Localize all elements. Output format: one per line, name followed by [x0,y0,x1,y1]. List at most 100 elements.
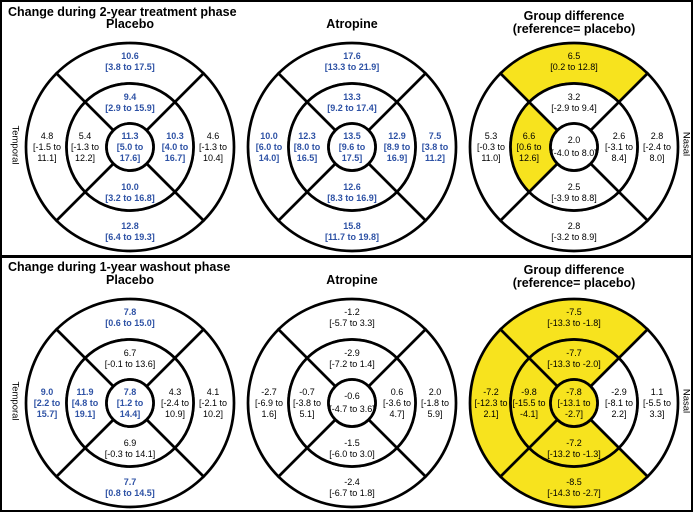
sector-outer_right-ci-2: 8.0] [649,153,664,163]
sector-inner_right-ci-1: [4.0 to [162,142,189,152]
sector-center-ci-2: 17.6] [120,153,141,163]
sector-outer_right-value: 2.8 [651,131,664,141]
sector-center-ci-1: [1.2 to [117,398,144,408]
etdrs-grid-svg-washout-atropine: -0.6[-4.7 to 3.6]-2.9[-7.2 to 1.4]0.6[-3… [246,297,458,509]
sector-inner_right-ci-1: [-2.4 to [161,398,189,408]
sector-outer_bottom-ci-1: [-3.2 to 8.9] [551,232,597,242]
sector-outer_right-value: 7.5 [429,131,442,141]
sector-outer_top-ci-1: [-13.3 to -1.8] [547,318,601,328]
sector-inner_left-ci-1: [8.0 to [294,142,321,152]
sector-inner_left-value: 5.4 [79,131,92,141]
sector-outer_right-ci-2: 11.2] [425,153,445,163]
sector-outer_left-ci-2: 11.0] [481,153,500,163]
sector-center [105,122,155,172]
sector-center-value: 13.5 [343,131,361,141]
sector-outer_top-ci-1: [0.6 to 15.0] [105,318,155,328]
sector-inner_right-ci-1: [8.9 to [384,142,411,152]
sector-outer_left-value: -7.2 [483,387,499,397]
sector-outer_left-value: -2.7 [261,387,277,397]
sector-outer_bottom-ci-1: [6.4 to 19.3] [105,232,155,242]
sector-outer_left-value: 5.3 [485,131,498,141]
column-title-treatment-atropine: Atropine [326,17,378,31]
side-label-nasal-washout: Nasal [680,388,692,414]
sector-inner_top-value: 6.7 [124,348,137,358]
sector-inner_top-ci-1: [-0.1 to 13.6] [105,359,156,369]
sector-outer_bottom-value: 12.8 [121,221,139,231]
sector-outer_left-value: 9.0 [41,387,54,397]
sector-inner_left-value: 11.9 [76,387,93,397]
sector-center-ci-1: [-4.7 to 3.6] [329,404,375,414]
sector-inner_top-ci-1: [-7.2 to 1.4] [329,359,375,369]
sector-outer_top-value: 7.8 [124,307,137,317]
etdrs-grid-washout-group-difference: -7.8[-13.1 to-2.7]-7.7[-13.3 to -2.0]-2.… [468,297,680,509]
panel-divider [2,255,691,258]
sector-inner_right-value: 10.3 [166,131,184,141]
sector-outer_top-value: 17.6 [343,51,361,61]
column-title-washout-atropine: Atropine [326,273,378,287]
sector-outer_left-ci-1: [2.2 to [34,398,61,408]
sector-inner_right-ci-2: 10.9] [165,409,185,419]
sector-outer_left-ci-2: 15.7] [37,409,58,419]
sector-outer_left-ci-1: [-1.5 to [33,142,61,152]
sector-inner_bottom-value: -7.2 [566,438,582,448]
column-title-washout-placebo: Placebo [106,273,154,287]
sector-outer_bottom-value: -8.5 [566,477,582,487]
column-title-treatment-group-difference: Group difference [523,9,625,23]
sector-inner_right-ci-1: [-8.1 to [605,398,633,408]
sector-inner_right-ci-1: [-3.6 to [383,398,411,408]
sector-center [549,378,599,428]
sector-outer_right-value: 4.1 [207,387,220,397]
sector-center-ci-1: [-13.1 to [557,398,590,408]
sector-inner_top-value: 3.2 [568,92,581,102]
sector-inner_bottom-ci-1: [-13.2 to -1.3] [547,449,601,459]
sector-outer_bottom-ci-1: [-14.3 to -2.7] [547,488,601,498]
sector-inner_right-ci-2: 2.2] [611,409,626,419]
sector-inner_right-value: 2.6 [613,131,626,141]
sector-inner_right-ci-2: 16.7] [165,153,186,163]
sector-inner_bottom-ci-1: [-0.3 to 14.1] [105,449,156,459]
sector-center [549,122,599,172]
etdrs-grid-washout-atropine: -0.6[-4.7 to 3.6]-2.9[-7.2 to 1.4]0.6[-3… [246,297,458,509]
sector-outer_top-value: 6.5 [568,51,581,61]
sector-center-ci-2: -2.7] [565,409,583,419]
sector-center-value: 2.0 [568,135,581,145]
sector-inner_bottom-value: 10.0 [121,182,139,192]
sector-inner_left-ci-1: [4.8 to [72,398,99,408]
sector-inner_left-ci-1: [-3.8 to [293,398,321,408]
column-subtitle-treatment-group-difference: (reference= placebo) [512,22,636,36]
etdrs-grid-svg-washout-group-difference: -7.8[-13.1 to-2.7]-7.7[-13.3 to -2.0]-2.… [468,297,680,509]
panel-title-washout-phase: Change during 1-year washout phase [8,260,231,274]
sector-inner_left-ci-2: 16.5] [297,153,318,163]
sector-inner_bottom-ci-1: [8.3 to 16.9] [327,193,377,203]
sector-center-value: -0.6 [344,391,360,401]
sector-center-ci-2: 17.5] [342,153,363,163]
sector-inner_left-value: 12.3 [298,131,316,141]
sector-inner_bottom-ci-1: [-3.9 to 8.8] [551,193,597,203]
sector-center-ci-1: [-4.0 to 8.0] [551,148,597,158]
sector-inner_left-ci-2: 19.1] [75,409,96,419]
sector-outer_bottom-value: 15.8 [343,221,361,231]
sector-outer_right-ci-1: [-1.3 to [199,142,227,152]
sector-inner_left-ci-2: 12.6] [519,153,539,163]
etdrs-grid-svg-treatment-group-difference: 2.0[-4.0 to 8.0]3.2[-2.9 to 9.4]2.6[-3.1… [468,41,680,253]
sector-inner_left-ci-1: [0.6 to [516,142,541,152]
panel-title-treatment-phase: Change during 2-year treatment phase [8,5,237,19]
sector-inner_right-value: 12.9 [388,131,406,141]
sector-center [105,378,155,428]
sector-center-value: 11.3 [121,131,138,141]
sector-inner_top-ci-1: [2.9 to 15.9] [105,103,155,113]
sector-outer_right-ci-1: [-2.4 to [643,142,671,152]
column-title-treatment-placebo: Placebo [106,17,154,31]
sector-inner_bottom-value: 2.5 [568,182,581,192]
sector-outer_right-value: 1.1 [651,387,664,397]
sector-outer_bottom-ci-1: [11.7 to 19.8] [325,232,379,242]
sector-outer_right-value: 2.0 [429,387,442,397]
sector-inner_right-ci-1: [-3.1 to [605,142,633,152]
sector-inner_bottom-ci-1: [3.2 to 16.8] [105,193,155,203]
sector-inner_bottom-value: 6.9 [124,438,137,448]
